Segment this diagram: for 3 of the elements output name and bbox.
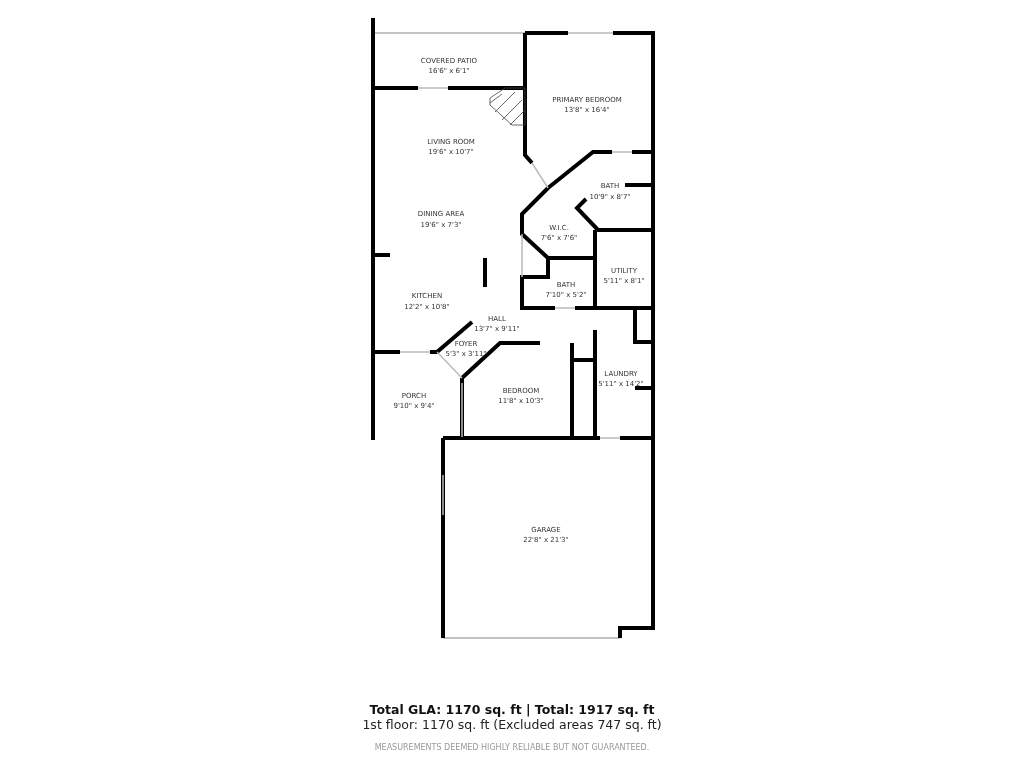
total-area-summary: Total GLA: 1170 sq. ft | Total: 1917 sq. ft [369, 702, 655, 717]
disclaimer-text: MEASUREMENTS DEEMED HIGHLY RELIABLE BUT NOT GUARANTEED. [374, 743, 650, 753]
floor-area-note: 1st floor: 1170 sq. ft (Excluded areas 747 sq. ft) [362, 717, 662, 732]
